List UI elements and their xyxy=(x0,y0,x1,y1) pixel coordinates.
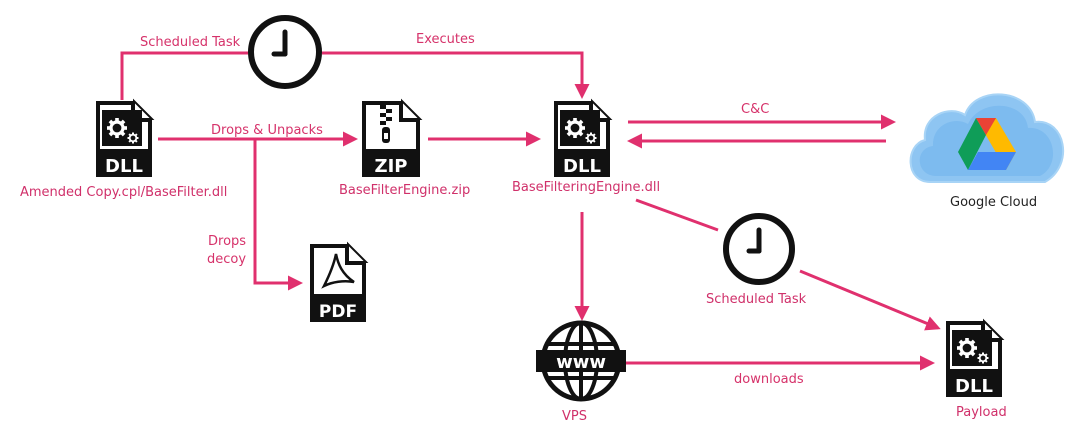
vps-badge: www xyxy=(556,352,606,373)
dropper-badge: DLL xyxy=(105,156,143,177)
globe-icon: www xyxy=(536,320,626,402)
edge-scheduled-task xyxy=(120,51,248,100)
edge-label-drops-unpacks: Drops & Unpacks xyxy=(211,123,323,138)
edge-label-drops: Drops xyxy=(208,234,246,249)
cloud-icon xyxy=(909,93,1064,183)
payload-badge: DLL xyxy=(955,376,993,397)
node-label-cloud: Google Cloud xyxy=(950,195,1037,210)
pdf-file-icon: PDF xyxy=(310,241,369,322)
engine-dll-file-icon: DLL xyxy=(554,98,613,177)
edge-label-downloads: downloads xyxy=(734,372,804,387)
node-label-vps: VPS xyxy=(562,409,587,424)
edge-label-cnc: C&C xyxy=(741,102,769,117)
edge-label-scheduled-task: Scheduled Task xyxy=(140,35,241,50)
node-label-payload: Payload xyxy=(956,405,1007,420)
node-label-zip: BaseFilterEngine.zip xyxy=(339,183,470,198)
pdf-badge: PDF xyxy=(319,302,357,322)
edge-drops-decoy xyxy=(253,139,303,291)
clock-icon xyxy=(248,15,322,89)
edge-label-decoy: decoy xyxy=(207,252,246,267)
zip-badge: ZIP xyxy=(375,156,408,177)
edge-task-to-payload xyxy=(799,269,941,331)
edge-engine-to-task xyxy=(635,198,719,232)
payload-dll-file-icon: DLL xyxy=(946,318,1005,397)
edge-label-executes: Executes xyxy=(416,32,475,47)
node-label-engine: BaseFilteringEngine.dll xyxy=(512,180,660,195)
dropper-dll-file-icon: DLL xyxy=(96,98,155,177)
node-label-dropper: Amended Copy.cpl/BaseFilter.dll xyxy=(20,185,227,200)
node-label-task2: Scheduled Task xyxy=(706,292,807,307)
engine-badge: DLL xyxy=(563,156,601,177)
clock-icon xyxy=(723,213,795,285)
google-drive-icon xyxy=(958,118,1016,170)
zip-file-icon: ZIP xyxy=(362,98,423,177)
edge-executes xyxy=(322,51,590,99)
